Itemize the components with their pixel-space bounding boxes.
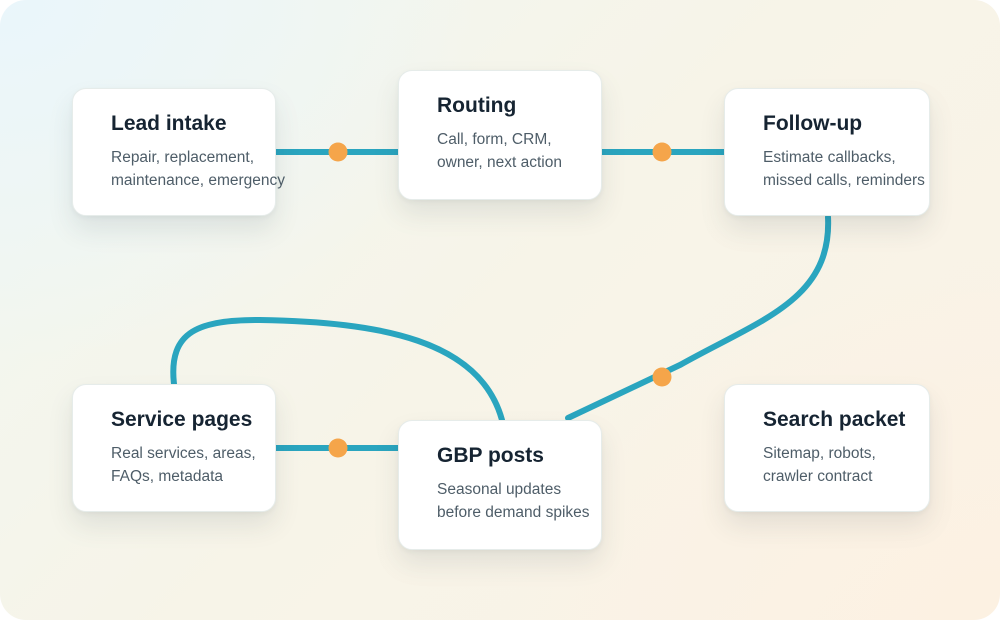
node-description: Repair, replacement, maintenance, emerge…: [111, 146, 286, 192]
node-description-line: Real services, areas,: [111, 445, 256, 462]
edge-dot-gbp-posts-service-pages: [328, 438, 348, 458]
node-description-line: before demand spikes: [437, 504, 590, 521]
node-lead-intake: Lead intake Repair, replacement, mainten…: [72, 88, 286, 216]
edge-dot-follow-up-gbp-posts: [652, 367, 672, 387]
node-description-line: missed calls, reminders: [763, 172, 925, 189]
node-routing: Routing Call, form, CRM, owner, next act…: [398, 70, 602, 200]
node-title: Follow-up: [763, 112, 863, 135]
node-description-line: Estimate callbacks,: [763, 149, 896, 166]
node-description-line: maintenance, emergency: [111, 172, 286, 189]
node-description: Call, form, CRM, owner, next action: [437, 128, 601, 174]
node-description: Sitemap, robots, crawler contract: [763, 442, 929, 488]
node-description: Estimate callbacks, missed calls, remind…: [763, 146, 929, 192]
edge-service-pages-to-gbp-posts: [170, 316, 505, 423]
node-description-line: Sitemap, robots,: [763, 445, 876, 462]
node-title: GBP posts: [437, 444, 544, 467]
node-service-pages: Service pages Real services, areas, FAQs…: [72, 384, 276, 512]
edge-dot-lead-intake-routing: [328, 142, 348, 162]
node-description: Real services, areas, FAQs, metadata: [111, 442, 275, 488]
node-search-packet: Search packet Sitemap, robots, crawler c…: [724, 384, 930, 512]
node-title: Routing: [437, 94, 517, 117]
node-description-line: Seasonal updates: [437, 481, 562, 498]
edge-follow-up-to-gbp-posts: [565, 214, 832, 421]
node-title: Service pages: [111, 408, 253, 431]
node-description-line: owner, next action: [437, 154, 562, 171]
node-description-line: crawler contract: [763, 468, 873, 485]
node-gbp-posts: GBP posts Seasonal updates before demand…: [398, 420, 602, 550]
node-description-line: FAQs, metadata: [111, 468, 223, 485]
node-follow-up: Follow-up Estimate callbacks, missed cal…: [724, 88, 930, 216]
node-description: Seasonal updates before demand spikes: [437, 478, 601, 524]
edge-dot-routing-follow-up: [652, 142, 672, 162]
node-description-line: Repair, replacement,: [111, 149, 255, 166]
node-description-line: Call, form, CRM,: [437, 131, 552, 148]
node-title: Search packet: [763, 408, 906, 431]
node-title: Lead intake: [111, 112, 227, 135]
